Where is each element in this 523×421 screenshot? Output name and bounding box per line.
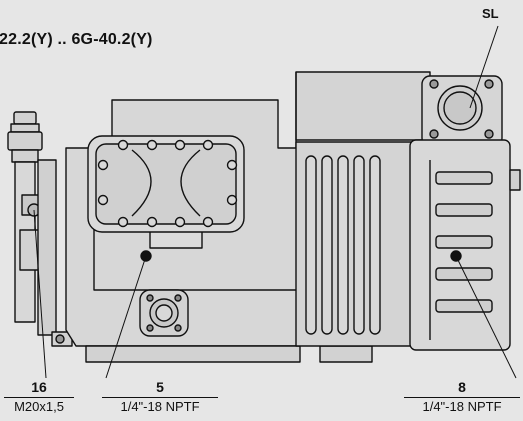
left-fitting [7,111,73,347]
label-sl: SL [482,6,499,21]
motor-housing [295,139,521,351]
callout-8-spec: 1/4"-18 NPTF [422,399,502,414]
callout-16-spec: M20x1,5 [14,399,64,414]
leader-16 [33,209,47,379]
leader-5 [105,255,147,379]
callout-5-number: 5 [156,379,164,395]
callout-5: 5 1/4"-18 NPTF [102,380,218,413]
callout-16: 16 M20x1,5 [4,380,74,413]
drawing-title: 22.2(Y) .. 6G-40.2(Y) [0,31,153,48]
leader-8 [455,255,517,379]
callout-5-spec: 1/4"-18 NPTF [120,399,200,414]
callout-16-number: 16 [31,379,47,395]
callout-8-rule [404,397,520,398]
suction-flange-sl [295,71,503,148]
sl-leader-line [469,25,499,109]
cylinder-head [87,135,245,233]
callout-16-rule [4,397,74,398]
callout-5-rule [102,397,218,398]
callout-8: 8 1/4"-18 NPTF [404,380,520,413]
callout-8-number: 8 [458,379,466,395]
